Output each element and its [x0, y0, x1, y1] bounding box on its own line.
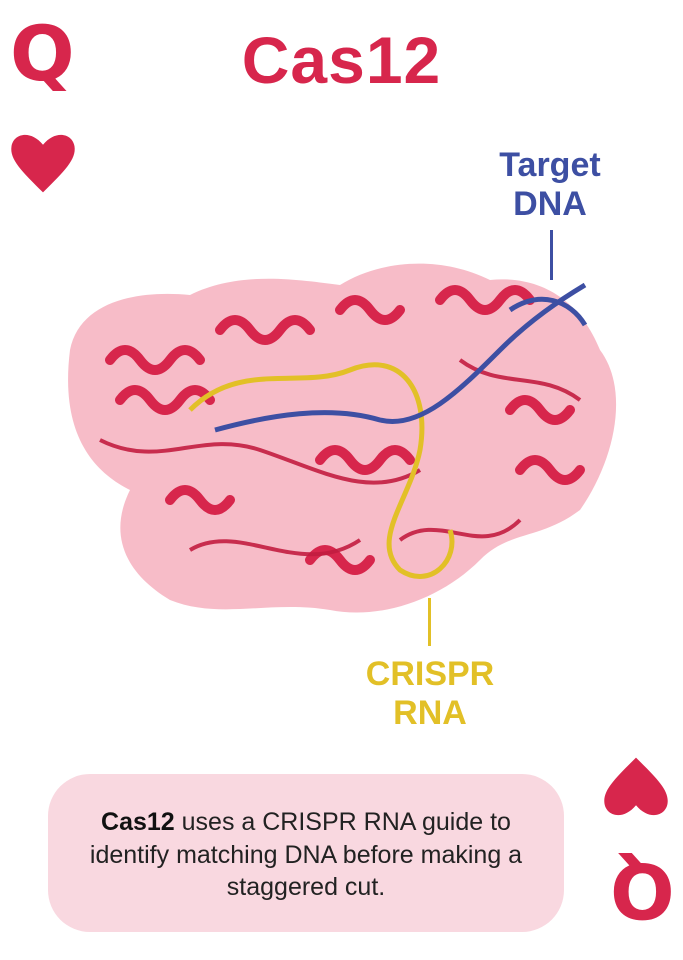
- card-title: Cas12: [241, 23, 442, 97]
- crispr-rna-strand: [188, 362, 455, 579]
- target-dna-leader-line: [550, 230, 553, 280]
- target-dna-label-line1: Target: [499, 146, 601, 184]
- card-rank-top: Q: [10, 9, 75, 98]
- protein-loops: [99, 358, 582, 557]
- target-dna-label-line2: DNA: [513, 185, 587, 224]
- heart-icon: [11, 134, 75, 193]
- target-dna-label: Target DNA: [470, 146, 630, 225]
- crispr-rna-leader-line: [428, 598, 431, 646]
- crispr-rna-label: CRISPR RNA: [330, 655, 530, 734]
- target-dna-strand: [214, 282, 588, 433]
- heart-icon: [604, 757, 668, 816]
- card-rank-bottom: Q: [610, 846, 675, 935]
- description-bold: Cas12: [101, 808, 175, 836]
- crispr-rna-label-line2: RNA: [393, 694, 467, 733]
- protein-helices: [105, 285, 585, 575]
- description-box: Cas12 uses a CRISPR RNA guide to identif…: [48, 774, 564, 932]
- description-text: uses a CRISPR RNA guide to identify matc…: [89, 808, 523, 901]
- protein-surface: [68, 263, 617, 613]
- crispr-rna-label-line1: CRISPR: [365, 655, 495, 693]
- protein-structure-illustration: [68, 263, 617, 613]
